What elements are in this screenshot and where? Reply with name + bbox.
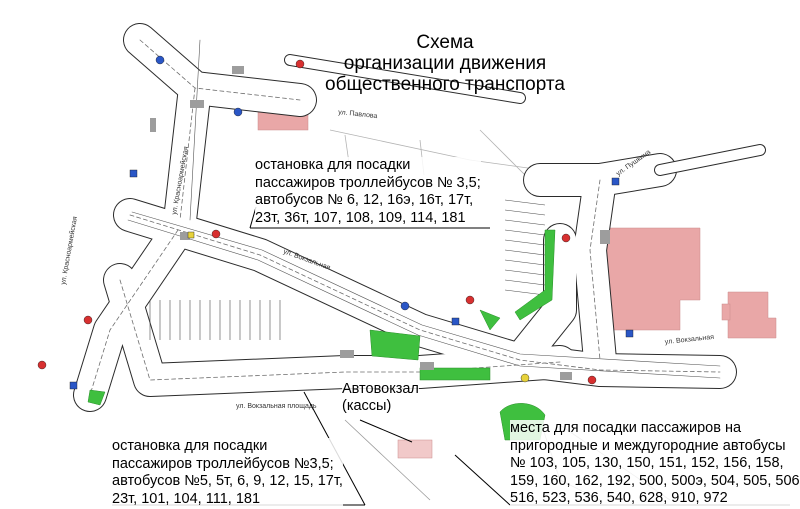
sign-marker — [211, 229, 221, 239]
callout-line: пригородные и междугородние автобусы — [510, 437, 786, 454]
callout-line: 516, 523, 536, 540, 628, 910, 972 — [510, 490, 728, 506]
sign-marker — [451, 317, 460, 326]
callout-line: пассажиров троллейбусов № 3,5; — [255, 174, 481, 191]
callout-line: автобусов №5, 5т, 6, 9, 12, 15, 17т, — [112, 473, 343, 489]
callout-line: 159, 160, 162, 192, 500, 500э, 504, 505,… — [510, 472, 800, 489]
bus-station-label: Автовокзал (кассы) — [342, 381, 419, 415]
building-far-east — [727, 291, 777, 339]
crosswalks — [150, 66, 610, 380]
sign-marker — [37, 360, 47, 370]
callout-line: № 103, 105, 130, 150, 151, 152, 156, 158… — [510, 455, 784, 471]
green-triangle — [479, 309, 501, 331]
title-line: общественного транспорта — [325, 74, 565, 95]
sign-marker — [611, 177, 620, 186]
sign-marker — [400, 301, 410, 311]
map-title: Схема организации движения общественного… — [300, 32, 590, 95]
callout-line: остановка для посадки — [112, 438, 268, 454]
sign-marker — [83, 315, 93, 325]
green-island-west — [87, 389, 106, 406]
green-island-east — [514, 229, 556, 321]
street-pavlova: ул. Павлова — [338, 109, 378, 120]
building-east — [605, 227, 701, 331]
sign-marker — [69, 381, 78, 390]
sign-marker — [587, 375, 597, 385]
sign-marker — [233, 107, 243, 117]
street-krasnoarmeiskaya-west: ул. Красноармейская — [59, 216, 79, 286]
station-line: Автовокзал — [342, 381, 419, 397]
building-small-pink — [721, 303, 731, 321]
title-line: организации движения — [343, 53, 547, 74]
callout-line: остановка для посадки — [255, 157, 411, 173]
sign-marker — [187, 231, 195, 239]
sign-marker — [295, 59, 305, 69]
sign-marker — [625, 329, 634, 338]
callout-line: места для посадки пассажиров на — [510, 420, 742, 436]
callout-line: пассажиров троллейбусов №3,5; — [112, 455, 334, 472]
street-vokzalnaya-east: ул. Вокзальная — [664, 334, 714, 346]
green-strip-station — [419, 367, 491, 381]
building-station — [397, 439, 433, 459]
callout-line: 23т, 101, 104, 111, 181 — [112, 490, 261, 507]
sign-marker — [465, 295, 475, 305]
callout-stop-south: остановка для посадки пассажиров троллей… — [112, 438, 343, 508]
sign-marker — [520, 373, 530, 383]
callout-line: 23т, 36т, 107, 108, 109, 114, 181 — [255, 209, 466, 226]
callout-intercity-boarding: места для посадки пассажиров на пригород… — [510, 420, 800, 508]
callout-line: автобусов № 6, 12, 16э, 16т, 17т, — [255, 192, 474, 208]
sign-marker — [155, 55, 165, 65]
green-island-station — [369, 329, 421, 361]
traffic-signs — [37, 55, 634, 390]
station-line: (кассы) — [342, 398, 392, 414]
sign-marker — [129, 169, 138, 178]
title-line: Схема — [416, 32, 474, 53]
sign-marker — [561, 233, 571, 243]
street-vokzalnaya-ploshchad: ул. Вокзальная площадь — [236, 403, 317, 410]
parking — [149, 199, 546, 340]
callout-stop-north: остановка для посадки пассажиров троллей… — [255, 157, 481, 227]
